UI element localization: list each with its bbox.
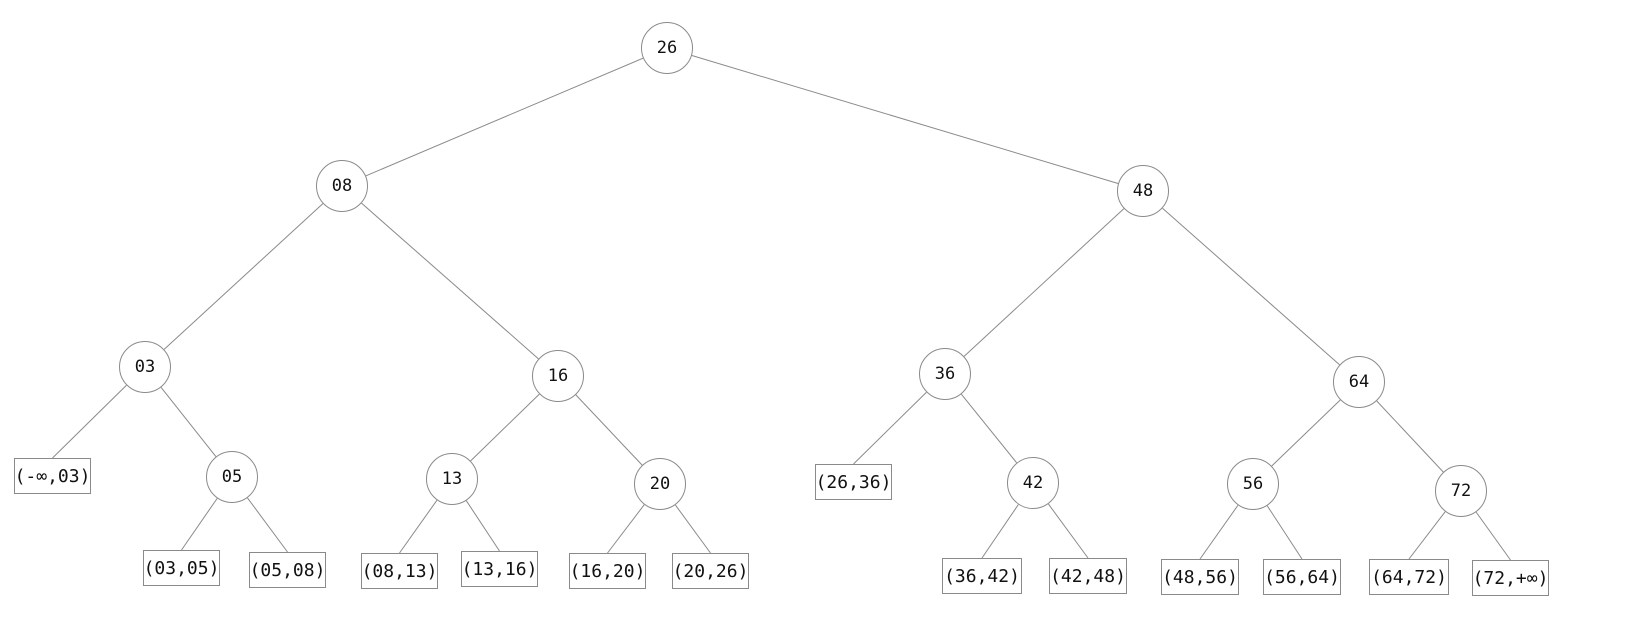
- tree-edge: [1271, 399, 1341, 467]
- tree-edge: [399, 499, 438, 554]
- tree-edge: [181, 498, 218, 551]
- leaf-interval: (48,56): [1161, 559, 1239, 595]
- leaf-interval: (72,+∞): [1472, 560, 1549, 596]
- tree-node-13: 13: [426, 453, 478, 505]
- tree-edge: [607, 504, 645, 554]
- tree-edge: [160, 387, 217, 457]
- leaf-interval: (42,48): [1049, 558, 1127, 594]
- tree-edge: [1475, 511, 1511, 561]
- tree-edge: [981, 504, 1019, 559]
- leaf-interval: (36,42): [942, 558, 1022, 594]
- tree-edge: [674, 504, 711, 554]
- tree-node-20: 20: [634, 458, 686, 510]
- tree-node-03: 03: [119, 341, 171, 393]
- leaf-interval: (26,36): [815, 464, 892, 500]
- leaf-interval: (08,13): [361, 553, 438, 589]
- tree-node-26: 26: [641, 22, 693, 74]
- tree-node-05: 05: [206, 451, 258, 503]
- tree-node-36: 36: [919, 348, 971, 400]
- leaf-interval: (03,05): [143, 550, 220, 586]
- tree-node-72: 72: [1435, 465, 1487, 517]
- leaf-interval: (20,26): [672, 553, 749, 589]
- tree-edge: [575, 394, 643, 466]
- tree-edge: [1408, 511, 1446, 560]
- tree-edge: [163, 203, 324, 350]
- tree-edge: [247, 497, 288, 553]
- tree-edge: [465, 500, 500, 552]
- leaf-interval: (-∞,03): [14, 458, 91, 494]
- tree-edge: [960, 393, 1018, 464]
- tree-node-48: 48: [1117, 165, 1169, 217]
- tree-edge: [1162, 207, 1340, 366]
- tree-edge: [52, 384, 127, 459]
- leaf-interval: (64,72): [1369, 559, 1449, 595]
- tree-node-42: 42: [1007, 457, 1059, 509]
- tree-node-64: 64: [1333, 356, 1385, 408]
- tree-edge: [853, 391, 927, 465]
- tree-edge: [365, 57, 644, 177]
- tree-edge: [470, 393, 540, 462]
- leaf-interval: (13,16): [461, 551, 538, 587]
- tree-edge: [361, 202, 539, 360]
- tree-edge: [691, 55, 1119, 184]
- tree-edge: [1199, 504, 1239, 560]
- tree-node-56: 56: [1227, 458, 1279, 510]
- tree-edge: [1376, 400, 1444, 473]
- tree-edge: [963, 208, 1125, 357]
- leaf-interval: (56,64): [1263, 559, 1341, 595]
- leaf-interval: (16,20): [569, 553, 646, 589]
- tree-edge: [1266, 505, 1303, 560]
- leaf-interval: (05,08): [249, 552, 326, 588]
- tree-node-16: 16: [532, 350, 584, 402]
- tree-node-08: 08: [316, 160, 368, 212]
- tree-edge: [1047, 503, 1089, 559]
